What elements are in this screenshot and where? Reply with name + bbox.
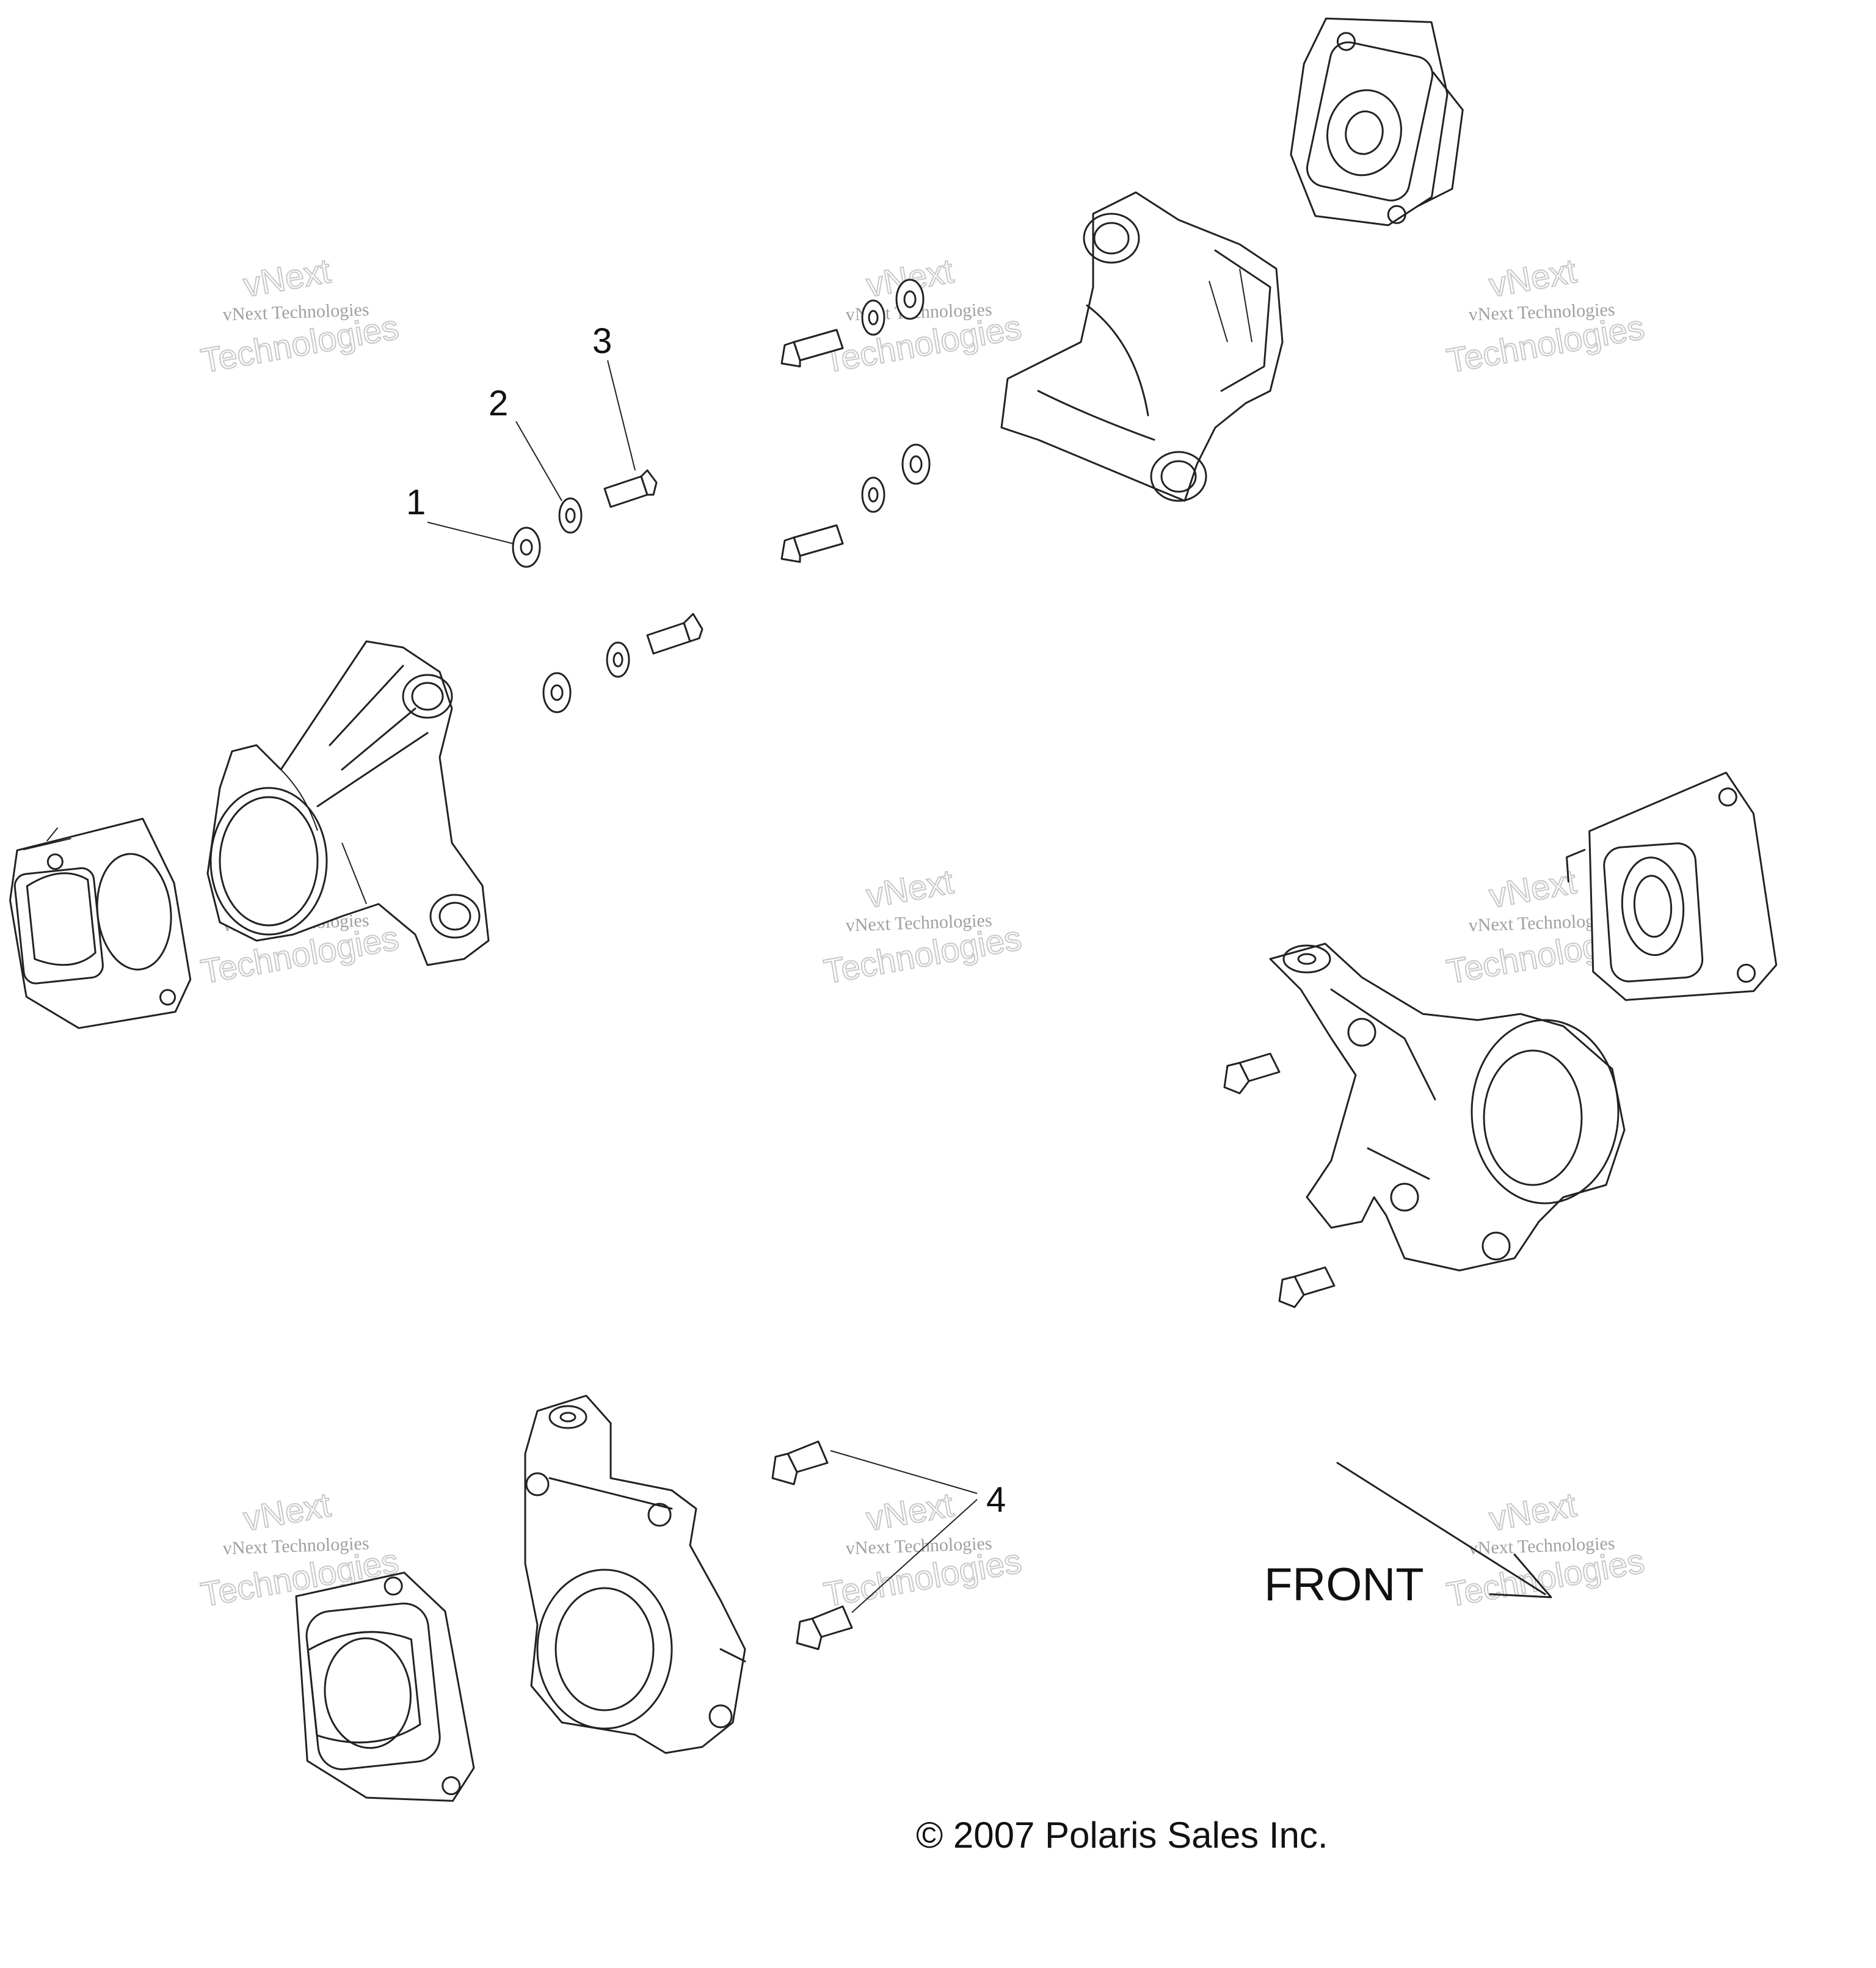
bolt-top-1 — [780, 329, 844, 368]
bolt-item-4-upper — [771, 1440, 829, 1485]
callout-2: 2 — [489, 384, 562, 501]
brake-caliper-bottom — [295, 1572, 475, 1802]
copyright-text: © 2007 Polaris Sales Inc. — [916, 1815, 1328, 1856]
bolt-right-1 — [1223, 1052, 1281, 1095]
callout-1: 1 — [406, 483, 514, 544]
washer-top-1 — [861, 299, 885, 336]
watermark-line1: vNext — [241, 251, 333, 304]
washer-mid-1 — [606, 641, 630, 678]
bolt-top-2 — [780, 524, 844, 563]
watermark-mid-center: vNext vNext Technologies Technologies — [820, 861, 1025, 991]
brake-caliper-left — [9, 817, 192, 1029]
watermark-line1: vNext — [1486, 862, 1579, 915]
washer-item-1 — [512, 527, 541, 568]
washer-item-2 — [558, 497, 583, 534]
bolt-mid-1 — [646, 613, 704, 655]
brake-caliper-top-right — [1290, 17, 1464, 227]
callout-3: 3 — [592, 321, 636, 471]
bolt-item-3 — [603, 469, 658, 508]
rear-hub-top — [1000, 191, 1284, 502]
washer-top-2 — [895, 279, 925, 320]
watermark-top-left: vNext vNext Technologies Technologies — [197, 250, 402, 381]
callout-4-label: 4 — [986, 1480, 1006, 1520]
watermark-line1: vNext — [863, 862, 956, 915]
washer-top-3 — [861, 476, 885, 513]
watermark-line1: vNext — [241, 1485, 333, 1538]
callout-1-label: 1 — [406, 483, 426, 522]
front-label: FRONT — [1264, 1559, 1424, 1611]
callout-2-label: 2 — [489, 384, 508, 423]
steering-knuckle-bottom — [524, 1394, 746, 1754]
watermark-top-right: vNext vNext Technologies Technologies — [1443, 250, 1648, 381]
watermark-bottom-right: vNext vNext Technologies Technologies — [1443, 1484, 1648, 1614]
bolt-item-4-lower — [796, 1605, 853, 1650]
callout-4: 4 — [830, 1450, 1006, 1613]
washer-mid-2 — [542, 672, 572, 713]
callout-3-label: 3 — [592, 321, 612, 361]
steering-knuckle-right — [1269, 942, 1626, 1272]
washer-top-4 — [901, 443, 931, 485]
front-direction-arrow: FRONT — [1264, 1462, 1552, 1611]
watermark-line1: vNext — [1486, 251, 1579, 304]
watermark-line1: vNext — [1486, 1485, 1579, 1538]
rear-hub-left — [206, 640, 490, 966]
brake-caliper-right — [1566, 771, 1778, 1001]
bolt-right-2 — [1278, 1266, 1336, 1308]
